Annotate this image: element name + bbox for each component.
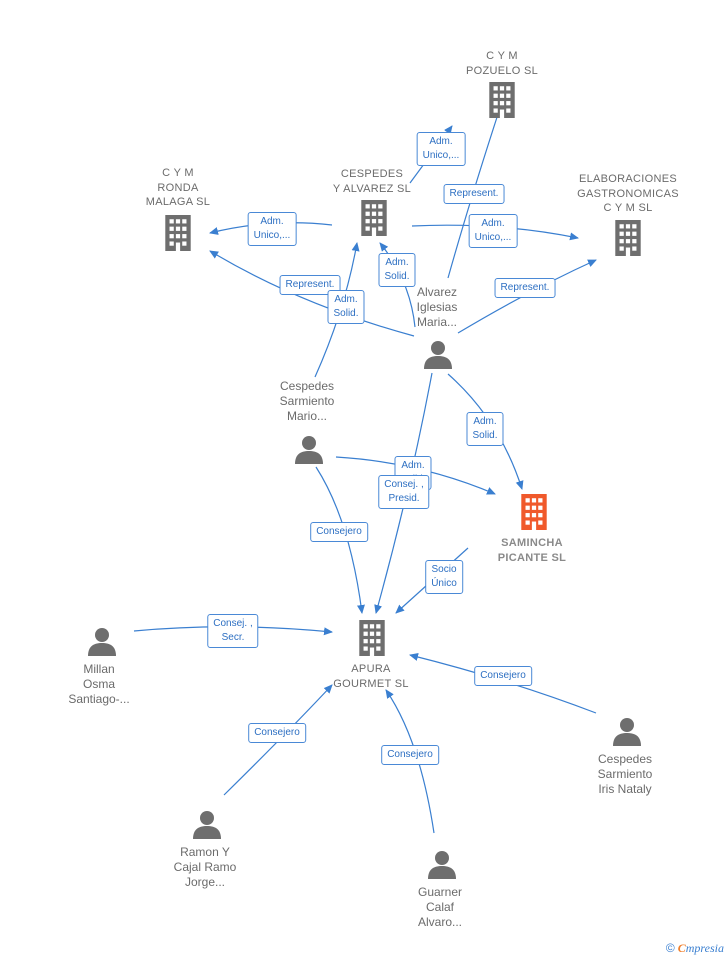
node-label-ramon[interactable]: Ramon Y Cajal Ramo Jorge... [173, 845, 237, 889]
edge-label: Consejero [248, 723, 306, 743]
building-icon[interactable] [361, 200, 387, 236]
person-icon[interactable] [295, 436, 323, 464]
brand-initial: C [677, 941, 686, 955]
person-icon[interactable] [424, 341, 452, 369]
edge-label: Adm. Solid. [466, 412, 504, 446]
node-label-apura[interactable]: APURA GOURMET SL [333, 663, 409, 690]
copyright-symbol: © [665, 941, 675, 955]
building-icon[interactable] [165, 215, 191, 251]
edge-label: Consejero [381, 745, 439, 765]
node-label-samincha[interactable]: SAMINCHA PICANTE SL [497, 537, 567, 564]
building-icon[interactable] [359, 620, 385, 656]
node-label-cespedes-iris[interactable]: Cespedes Sarmiento Iris Nataly [597, 752, 653, 796]
edge-label: Represent. [443, 184, 505, 204]
edge-label: Represent. [494, 278, 556, 298]
person-icon[interactable] [88, 628, 116, 656]
node-label-alvarez-iglesias[interactable]: Alvarez Iglesias Maria... [416, 285, 458, 329]
edge-label: Consejero [310, 522, 368, 542]
node-label-guarner[interactable]: Guarner Calaf Alvaro... [417, 885, 463, 929]
person-icon[interactable] [613, 718, 641, 746]
edge-label: Adm. Unico,... [468, 214, 518, 248]
node-label-millan[interactable]: Millan Osma Santiago-... [68, 662, 130, 706]
building-icon[interactable] [521, 494, 547, 530]
edge-label: Adm. Unico,... [247, 212, 297, 246]
node-label-elaboraciones[interactable]: ELABORACIONES GASTRONOMICAS C Y M SL [577, 173, 679, 214]
edge-label: Adm. Solid. [327, 290, 365, 324]
edge-label: Adm. Solid. [378, 253, 416, 287]
person-icon[interactable] [428, 851, 456, 879]
edge-label: Socio Único [425, 560, 463, 594]
edge-label: Consejero [474, 666, 532, 686]
edge-label: Represent. [279, 275, 341, 295]
node-label-cym-ronda[interactable]: C Y M RONDA MALAGA SL [145, 167, 211, 208]
node-label-cespedes-mario[interactable]: Cespedes Sarmiento Mario... [279, 379, 335, 423]
building-icon[interactable] [489, 82, 515, 118]
edge-alvarez_iglesias-to-cym_ronda [209, 250, 415, 337]
node-label-cespedes-alvarez[interactable]: CESPEDES Y ALVAREZ SL [332, 168, 412, 195]
edge-label: Consej. , Presid. [378, 475, 430, 509]
edge-label: Consej. , Secr. [207, 614, 259, 648]
empresia-watermark: © Cmpresia [666, 941, 724, 956]
edge-label: Adm. Unico,... [416, 132, 466, 166]
building-icon[interactable] [615, 220, 641, 256]
node-label-cym-pozuelo[interactable]: C Y M POZUELO SL [465, 50, 539, 77]
brand-name: mpresia [685, 941, 724, 955]
person-icon[interactable] [193, 811, 221, 839]
